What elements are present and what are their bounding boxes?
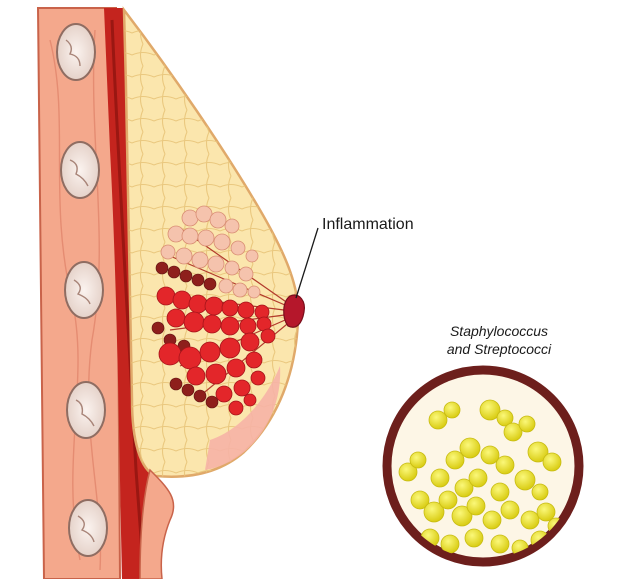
bacteria-magnified-view: [382, 365, 584, 567]
inflamed-area: [205, 366, 281, 470]
lobules-healthy: [160, 205, 261, 299]
bacteria-caption: Staphylococcus and Streptococci: [404, 322, 594, 358]
inflammation-label: Inflammation: [322, 216, 414, 233]
bacteria-caption-line1: Staphylococcus: [449, 323, 549, 339]
lobules-inflamed: [156, 286, 276, 416]
infra-skin: [139, 468, 175, 579]
bacteria-caption-line2: and Streptococci: [446, 341, 552, 357]
nipple: [283, 294, 305, 328]
coccus-bacterium-icon: [398, 399, 565, 557]
lobules-congested: [151, 261, 219, 409]
inflammation-pointer: [295, 227, 319, 299]
rib-cross-section-icon: [56, 23, 108, 557]
